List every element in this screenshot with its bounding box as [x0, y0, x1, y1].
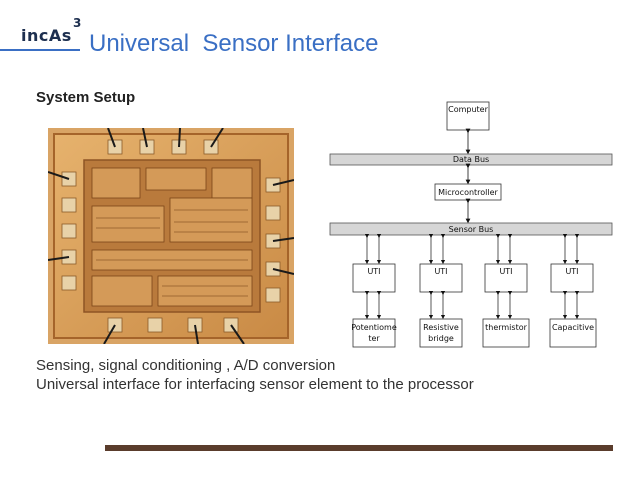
body-line-1: Sensing, signal conditioning , A/D conve… — [36, 357, 336, 374]
footer-bar — [105, 445, 613, 451]
body-line-2: Universal interface for interfacing sens… — [36, 376, 474, 393]
computer-box — [446, 101, 490, 131]
uti-box-3 — [484, 263, 528, 293]
uti-label-4: UTI — [565, 267, 578, 276]
uti-box-2 — [419, 263, 463, 293]
title-rule — [0, 49, 80, 51]
computer-label: Computer — [448, 105, 488, 114]
uti-box-1 — [352, 263, 396, 293]
sensor-label-1-line2: ter — [368, 334, 380, 343]
sensor-label-1-line1: Potentiome — [351, 323, 397, 332]
uti-label-2: UTI — [434, 267, 447, 276]
sensor-bus-label: Sensor Bus — [449, 225, 494, 234]
section-heading: System Setup — [36, 89, 136, 106]
sensor-box-1 — [352, 318, 396, 348]
data-bus — [329, 153, 613, 166]
sensor-bus — [329, 222, 613, 236]
logo-text: incAs — [21, 26, 72, 45]
incas3-logo: incAs 3 — [21, 16, 83, 52]
sensor-box-4 — [549, 318, 597, 348]
logo-superscript: 3 — [73, 16, 82, 30]
sensor-label-2-line2: bridge — [428, 334, 454, 343]
sensor-box-2 — [419, 318, 463, 348]
chip-die-photo — [48, 128, 294, 344]
uti-box-4 — [550, 263, 594, 293]
sensor-label-3-line1: thermistor — [485, 323, 527, 332]
page-title: Universal Sensor Interface — [89, 30, 379, 57]
microcontroller-label: Microcontroller — [438, 188, 498, 197]
system-block-diagram: Computer Data Bus Microcontroller Sensor… — [329, 101, 613, 348]
sensor-label-2-line1: Resistive — [423, 323, 459, 332]
data-bus-label: Data Bus — [453, 155, 489, 164]
sensor-box-3 — [482, 318, 530, 348]
sensor-label-4-line1: Capacitive — [552, 323, 594, 332]
uti-label-1: UTI — [367, 267, 380, 276]
uti-label-3: UTI — [499, 267, 512, 276]
